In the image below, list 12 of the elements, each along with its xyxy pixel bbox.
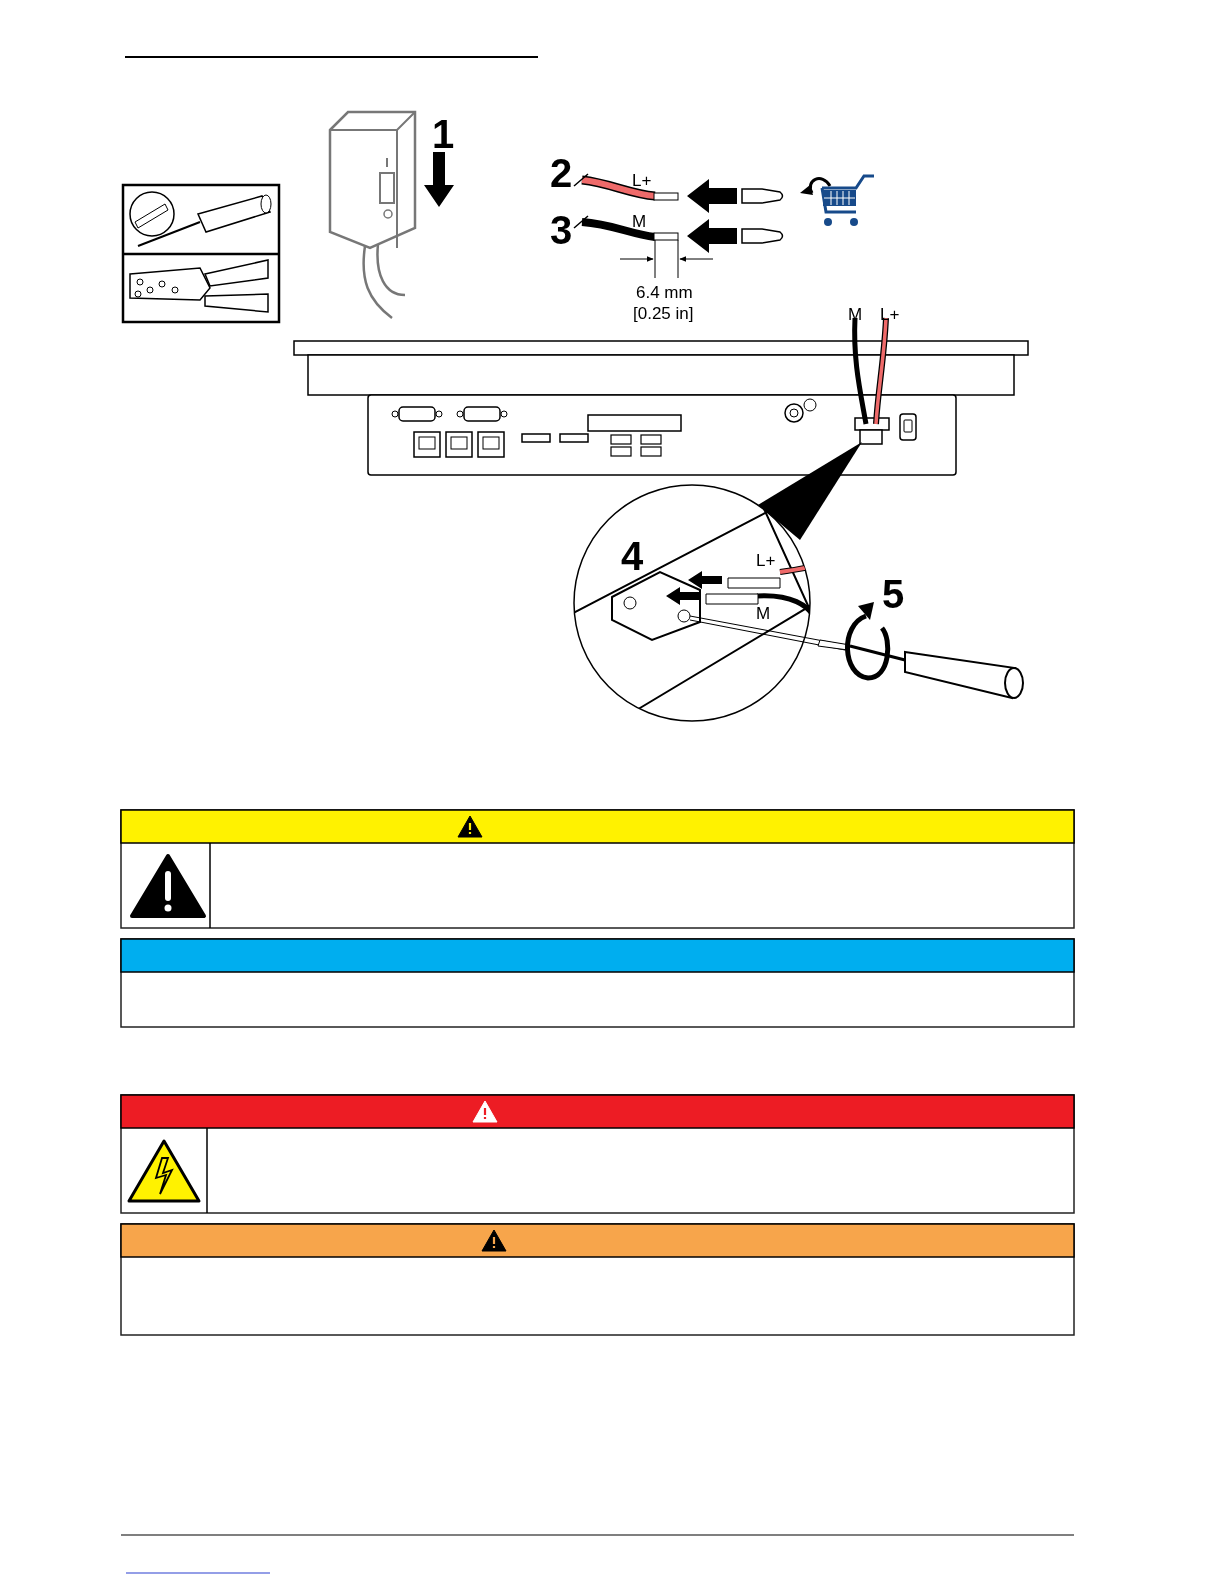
dimension-label: 6.4 mm — [636, 284, 693, 301]
wire-label: M — [756, 605, 771, 622]
step-number: 1 — [432, 114, 455, 154]
step-number: 2 — [550, 153, 573, 193]
step-number: 5 — [882, 574, 905, 614]
dimension-label: [0.25 in] — [633, 305, 694, 322]
step-number: 3 — [550, 210, 573, 250]
wire-label: L+ — [756, 552, 776, 569]
wire-label: L+ — [632, 172, 652, 189]
wire-label: L+ — [880, 306, 900, 323]
wire-label: M — [632, 213, 647, 230]
step-number: 4 — [621, 536, 644, 576]
